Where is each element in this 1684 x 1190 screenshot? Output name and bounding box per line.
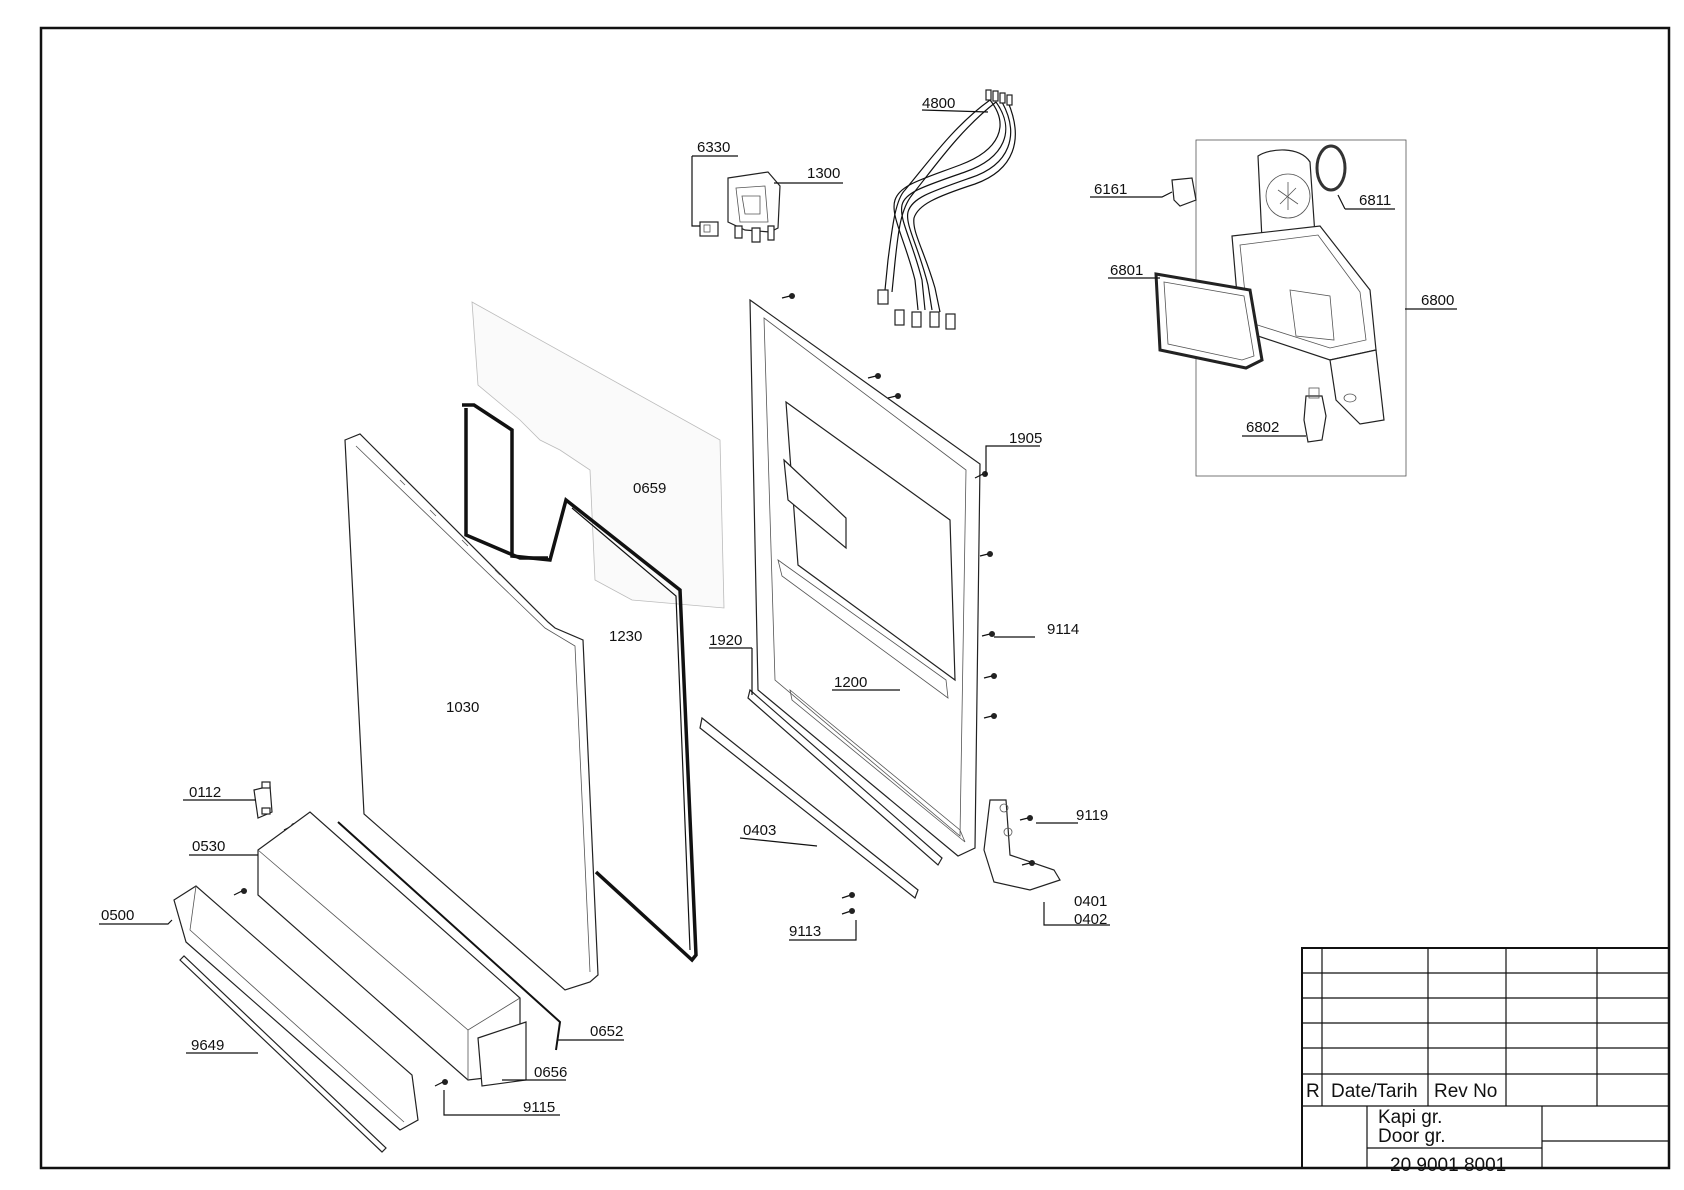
label-1230: 1230	[609, 628, 642, 645]
front-panel	[344, 433, 599, 991]
hinge-clip	[253, 781, 273, 819]
control-panel-box	[257, 811, 527, 1087]
part-labels: 4800 6330 1300 6161 6811 6801 6800 6802 …	[101, 95, 1454, 1116]
label-4800: 4800	[922, 95, 955, 112]
label-1200: 1200	[834, 674, 867, 691]
title-block: R Date/Tarih Rev No Kapi gr. Door gr. 20…	[1301, 947, 1670, 1176]
title-block-date: Date/Tarih	[1331, 1081, 1418, 1102]
title-block-part-number: 20 9001 8001	[1390, 1155, 1506, 1176]
lower-strip	[179, 955, 387, 1153]
label-1905: 1905	[1009, 430, 1042, 447]
title-block-title-en: Door gr.	[1378, 1126, 1446, 1147]
seal-strips	[699, 688, 943, 899]
label-0652: 0652	[590, 1023, 623, 1040]
label-1920: 1920	[709, 632, 742, 649]
label-9649: 9649	[191, 1037, 224, 1054]
label-9115: 9115	[523, 1099, 555, 1116]
insulation-sheet	[471, 301, 725, 609]
title-block-rev: Rev No	[1434, 1081, 1497, 1102]
title-block-r: R	[1306, 1081, 1320, 1102]
leader-lines	[99, 109, 1457, 1116]
label-0656: 0656	[534, 1064, 567, 1081]
label-9114: 9114	[1047, 621, 1079, 638]
label-6330: 6330	[697, 139, 730, 156]
drawing-frame	[39, 26, 1671, 1170]
door-lock	[699, 171, 781, 243]
label-0112: 0112	[189, 784, 221, 801]
label-0530: 0530	[192, 838, 225, 855]
detergent-dispenser	[1154, 139, 1407, 477]
screws	[233, 293, 1035, 1087]
wire-harness	[877, 89, 1016, 330]
label-6811: 6811	[1359, 192, 1391, 209]
label-6161: 6161	[1094, 181, 1127, 198]
inner-door	[749, 298, 1061, 891]
label-1030: 1030	[446, 699, 479, 716]
handle-panel	[173, 885, 419, 1131]
label-6802: 6802	[1246, 419, 1279, 436]
label-9119: 9119	[1076, 807, 1108, 824]
label-6801: 6801	[1110, 262, 1143, 279]
label-9113: 9113	[789, 923, 821, 940]
label-0402: 0402	[1074, 911, 1107, 928]
door-gasket	[462, 403, 698, 963]
label-0403: 0403	[743, 822, 776, 839]
label-1300: 1300	[807, 165, 840, 182]
trim-strip	[337, 821, 562, 1051]
label-0659: 0659	[633, 480, 666, 497]
label-0401: 0401	[1074, 893, 1107, 910]
label-0500: 0500	[101, 907, 134, 924]
label-6800: 6800	[1421, 292, 1454, 309]
title-block-title-tr: Kapi gr.	[1378, 1107, 1442, 1128]
